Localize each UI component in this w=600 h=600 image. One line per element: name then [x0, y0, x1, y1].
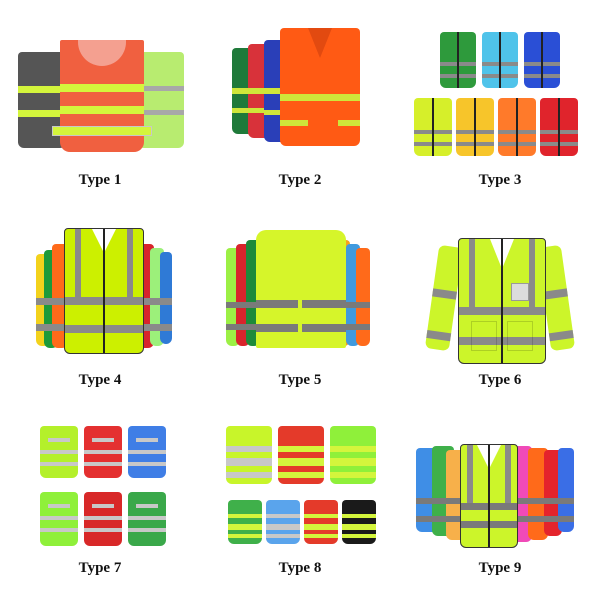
vest-red — [540, 98, 578, 156]
vest-dark-blue — [558, 448, 574, 532]
vest-blue — [266, 500, 300, 544]
product-cell-type-9[interactable]: Type 9 — [400, 400, 600, 600]
vest-image-type-1 — [0, 0, 200, 170]
vest-lime — [414, 98, 452, 156]
id-card-pocket — [511, 283, 529, 301]
vest-image-type-3 — [400, 0, 600, 170]
waist-belt — [52, 126, 152, 136]
vest-red — [278, 426, 324, 484]
vest-front-lime — [460, 444, 518, 548]
vest-image-type-2 — [200, 0, 400, 170]
vest-sky-blue — [482, 32, 518, 88]
type-label: Type 3 — [478, 172, 522, 188]
vest-orange — [356, 248, 370, 346]
product-cell-type-1[interactable]: Type 1 — [0, 0, 200, 200]
vest-image-type-5 — [200, 200, 400, 370]
vest-blue — [128, 426, 166, 478]
product-cell-type-8[interactable]: Type 8 — [200, 400, 400, 600]
vest-image-type-7 — [0, 400, 200, 570]
vest-dark-red — [84, 492, 122, 546]
vest-image-type-9 — [400, 400, 600, 570]
vest-green — [440, 32, 476, 88]
vest-blue — [524, 32, 560, 88]
vest-red-small — [304, 500, 338, 544]
type-label: Type 1 — [78, 172, 122, 188]
vest-lime — [226, 426, 272, 484]
type-label: Type 7 — [78, 560, 122, 576]
product-cell-type-6[interactable]: Type 6 — [400, 200, 600, 400]
product-cell-type-4[interactable]: Type 4 — [0, 200, 200, 400]
type-label: Type 4 — [78, 372, 122, 388]
vest-image-type-6 — [400, 200, 600, 370]
jacket-body — [458, 238, 546, 364]
type-label: Type 8 — [278, 560, 322, 576]
vest-back-lime — [256, 230, 346, 348]
product-cell-type-3[interactable]: Type 3 — [400, 0, 600, 200]
vest-dark-green — [228, 500, 262, 544]
product-cell-type-7[interactable]: Type 7 — [0, 400, 200, 600]
vest-image-type-4 — [0, 200, 200, 370]
vest-front-yellow — [64, 228, 144, 354]
vest-yellow — [456, 98, 494, 156]
type-label: Type 2 — [278, 172, 322, 188]
vest-red — [84, 426, 122, 478]
vest-dark-green — [128, 492, 166, 546]
type-label: Type 9 — [478, 560, 522, 576]
vest-image-type-8 — [200, 400, 400, 570]
vest-lime — [40, 426, 78, 478]
vest-red — [544, 450, 562, 536]
vest-green — [330, 426, 376, 484]
product-cell-type-2[interactable]: Type 2 — [200, 0, 400, 200]
vest-orange — [498, 98, 536, 156]
vest-green — [40, 492, 78, 546]
vest-gray — [18, 52, 66, 148]
type-label: Type 6 — [478, 372, 522, 388]
type-label: Type 5 — [278, 372, 322, 388]
product-cell-type-5[interactable]: Type 5 — [200, 200, 400, 400]
vest-black — [342, 500, 376, 544]
vest-orange — [280, 28, 360, 146]
